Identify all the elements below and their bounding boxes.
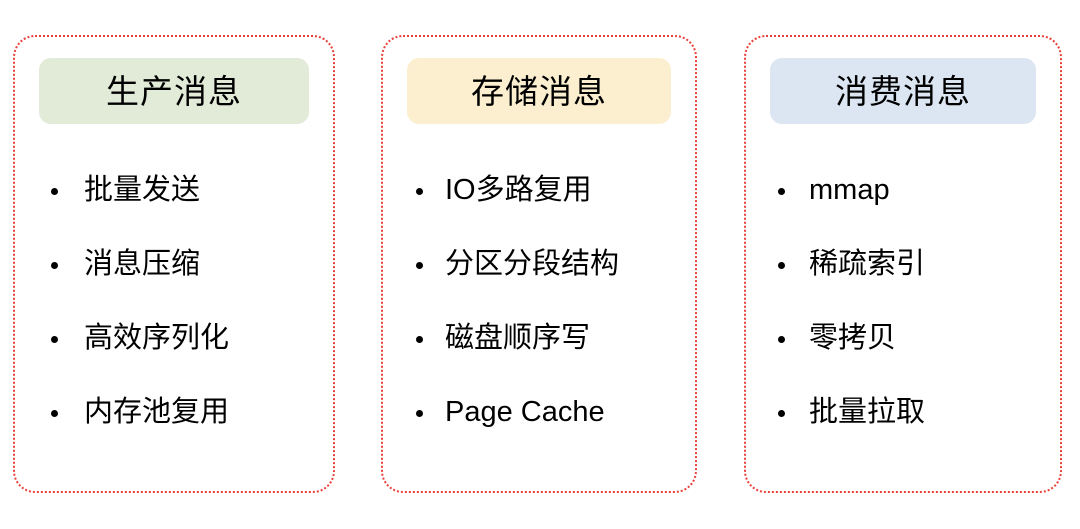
- list-item-label: 消息压缩: [84, 248, 201, 281]
- card-header-consume: 消费消息: [770, 58, 1036, 124]
- bullet-dot-icon: [778, 409, 785, 417]
- list-item: Page Cache: [383, 376, 695, 450]
- bullet-dot-icon: [51, 335, 58, 343]
- list-item-label: Page Cache: [445, 396, 605, 429]
- bullet-dot-icon: [51, 409, 58, 417]
- list-item: 稀疏索引: [746, 228, 1060, 302]
- card-header-produce: 生产消息: [39, 58, 309, 124]
- bullet-dot-icon: [416, 335, 423, 343]
- list-item-label: 高效序列化: [84, 322, 230, 355]
- list-item-label: 稀疏索引: [809, 248, 926, 281]
- list-item: 内存池复用: [15, 376, 333, 450]
- list-item-label: 分区分段结构: [445, 248, 620, 281]
- bullet-dot-icon: [51, 261, 58, 269]
- list-item-label: 批量发送: [84, 174, 201, 207]
- list-item: 磁盘顺序写: [383, 302, 695, 376]
- bullet-dot-icon: [778, 261, 785, 269]
- list-item-label: mmap: [809, 174, 890, 207]
- list-item: mmap: [746, 154, 1060, 228]
- list-item: 分区分段结构: [383, 228, 695, 302]
- list-item-label: 批量拉取: [809, 396, 926, 429]
- bullet-dot-icon: [416, 261, 423, 269]
- bullet-dot-icon: [416, 187, 423, 195]
- list-item: 批量发送: [15, 154, 333, 228]
- card-title-produce: 生产消息: [106, 72, 242, 110]
- card-title-consume: 消费消息: [835, 72, 971, 110]
- bullet-dot-icon: [51, 187, 58, 195]
- list-item: 零拷贝: [746, 302, 1060, 376]
- list-item: 消息压缩: [15, 228, 333, 302]
- bullet-list-store: IO多路复用 分区分段结构 磁盘顺序写 Page Cache: [383, 154, 695, 450]
- bullet-list-consume: mmap 稀疏索引 零拷贝 批量拉取: [746, 154, 1060, 450]
- list-item-label: 磁盘顺序写: [445, 322, 591, 355]
- bullet-list-produce: 批量发送 消息压缩 高效序列化 内存池复用: [15, 154, 333, 450]
- bullet-dot-icon: [416, 409, 423, 417]
- card-produce: 生产消息 批量发送 消息压缩 高效序列化 内存池复用: [13, 35, 335, 493]
- card-consume: 消费消息 mmap 稀疏索引 零拷贝 批量拉取: [744, 35, 1062, 493]
- bullet-dot-icon: [778, 187, 785, 195]
- list-item-label: IO多路复用: [445, 174, 592, 207]
- card-header-store: 存储消息: [407, 58, 671, 124]
- list-item-label: 零拷贝: [809, 322, 897, 355]
- list-item: 批量拉取: [746, 376, 1060, 450]
- bullet-dot-icon: [778, 335, 785, 343]
- list-item: 高效序列化: [15, 302, 333, 376]
- list-item-label: 内存池复用: [84, 396, 230, 429]
- card-title-store: 存储消息: [471, 72, 607, 110]
- card-store: 存储消息 IO多路复用 分区分段结构 磁盘顺序写 Page Cache: [381, 35, 697, 493]
- list-item: IO多路复用: [383, 154, 695, 228]
